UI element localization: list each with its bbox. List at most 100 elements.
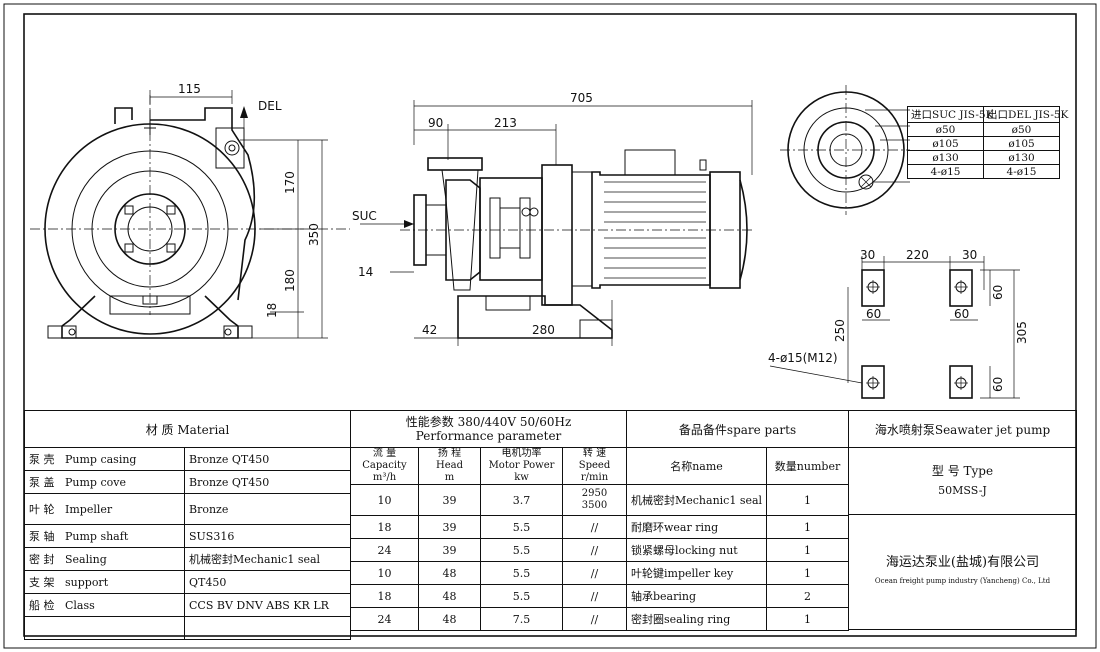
material-row-label: 船 检 Class — [24, 593, 185, 617]
perf-power: 7.5 — [480, 607, 563, 631]
flange-cell: ø105 — [907, 136, 984, 151]
col-power: 电机功率 Motor Power kw — [480, 447, 563, 485]
side-view: 705 90 213 SUC 14 — [352, 91, 755, 346]
product-title: 海水喷射泵Seawater jet pump — [848, 410, 1077, 448]
col-number: 数量number — [765, 447, 850, 485]
dim-305: 305 — [1015, 321, 1029, 344]
material-row-value: Bronze — [184, 493, 351, 525]
spare-name: 锁紧螺母locking nut — [626, 538, 767, 562]
perf-power: 3.7 — [480, 484, 563, 516]
flange-header-suction: 进口SUC JIS-5K — [907, 106, 993, 123]
label-hole-spec: 4-ø15(M12) — [768, 351, 838, 365]
perf-head: 48 — [418, 607, 481, 631]
col-head: 扬 程 Head m — [418, 447, 481, 485]
col-name: 名称name — [626, 447, 767, 485]
dim-18: 18 — [265, 303, 279, 318]
dim-170: 170 — [283, 171, 297, 194]
perf-head: 39 — [418, 538, 481, 562]
flange-cell: ø50 — [983, 122, 1060, 137]
dim-30-right: 30 — [962, 248, 977, 262]
perf-capacity: 18 — [350, 515, 419, 539]
perf-power: 5.5 — [480, 515, 563, 539]
dim-350: 350 — [307, 223, 321, 246]
perf-head: 48 — [418, 584, 481, 608]
spare-name: 机械密封Mechanic1 seal — [626, 484, 767, 516]
flange-cell: ø50 — [907, 122, 984, 137]
spare-name: 轴承bearing — [626, 584, 767, 608]
flange-cell: ø130 — [983, 150, 1060, 165]
label-del: DEL — [258, 99, 282, 113]
flange-view — [780, 85, 910, 215]
outer-border — [3, 3, 1097, 649]
dim-180: 180 — [283, 269, 297, 292]
label-suc: SUC — [352, 209, 377, 223]
material-row-label: 支 架 support — [24, 570, 185, 594]
material-title: 材 质 Material — [24, 410, 351, 448]
material-row-label: 泵 轴 Pump shaft — [24, 524, 185, 548]
dim-280: 280 — [532, 323, 555, 337]
company-name-en: Ocean freight pump industry (Yancheng) C… — [874, 577, 1051, 585]
perf-head: 48 — [418, 561, 481, 585]
dim-213: 213 — [494, 116, 517, 130]
spare-number: 1 — [765, 607, 850, 631]
material-row-value: SUS316 — [184, 524, 351, 548]
dim-115: 115 — [178, 82, 201, 96]
dim-220: 220 — [906, 248, 929, 262]
spare-name: 密封圈sealing ring — [626, 607, 767, 631]
perf-power: 5.5 — [480, 538, 563, 562]
perf-speed: // — [561, 584, 628, 608]
spare-number: 1 — [765, 515, 850, 539]
material-row-label: 泵 盖 Pump cove — [24, 470, 185, 494]
flange-header-discharge: 出口DEL JIS-5K — [983, 106, 1068, 123]
perf-speed: // — [561, 607, 628, 631]
perf-speed: 2950 3500 — [561, 484, 628, 516]
dim-250: 250 — [833, 319, 847, 342]
dim-30-left: 30 — [860, 248, 875, 262]
spare-name: 叶轮键impeller key — [626, 561, 767, 585]
material-row-label: 叶 轮 Impeller — [24, 493, 185, 525]
perf-speed: // — [561, 515, 628, 539]
spare-number: 1 — [765, 484, 850, 516]
flange-cell: 4-ø15 — [907, 164, 984, 179]
perf-head: 39 — [418, 484, 481, 516]
material-row-value: Bronze QT450 — [184, 447, 351, 471]
col-speed: 转 速 Speed r/min — [561, 447, 628, 485]
material-row-value: Bronze QT450 — [184, 470, 351, 494]
perf-speed: // — [561, 561, 628, 585]
company-block: 海运达泵业(盐城)有限公司 Ocean freight pump industry… — [848, 514, 1077, 630]
perf-power: 5.5 — [480, 561, 563, 585]
company-name-cn: 海运达泵业(盐城)有限公司 — [885, 555, 1040, 570]
spare-name: 耐磨环wear ring — [626, 515, 767, 539]
dim-705: 705 — [570, 91, 593, 105]
flange-cell: ø105 — [983, 136, 1060, 151]
dim-60-mid: 60 — [954, 307, 969, 321]
flange-cell: ø130 — [907, 150, 984, 165]
material-row-label: 密 封 Sealing — [24, 547, 185, 571]
perf-head: 39 — [418, 515, 481, 539]
base-hole-view: 30 220 30 60 60 60 250 305 4-ø15(M12) 6 — [768, 248, 1029, 399]
dim-90: 90 — [428, 116, 443, 130]
material-row-value: 机械密封Mechanic1 seal — [184, 547, 351, 571]
perf-capacity: 10 — [350, 561, 419, 585]
front-view: 115 DEL 170 350 180 18 — [30, 82, 350, 339]
material-row-value: QT450 — [184, 570, 351, 594]
perf-capacity: 10 — [350, 484, 419, 516]
drawing-frame — [23, 13, 1077, 637]
dim-60-right-bottom: 60 — [991, 377, 1005, 392]
flange-cell: 4-ø15 — [983, 164, 1060, 179]
spare-number: 1 — [765, 538, 850, 562]
dim-42: 42 — [422, 323, 437, 337]
spare-number: 1 — [765, 561, 850, 585]
dim-60-right-top: 60 — [991, 285, 1005, 300]
perf-capacity: 24 — [350, 538, 419, 562]
dim-14: 14 — [358, 265, 373, 279]
perf-power: 5.5 — [480, 584, 563, 608]
material-row-value: CCS BV DNV ABS KR LR — [184, 593, 351, 617]
material-row-label: 泵 壳 Pump casing — [24, 447, 185, 471]
